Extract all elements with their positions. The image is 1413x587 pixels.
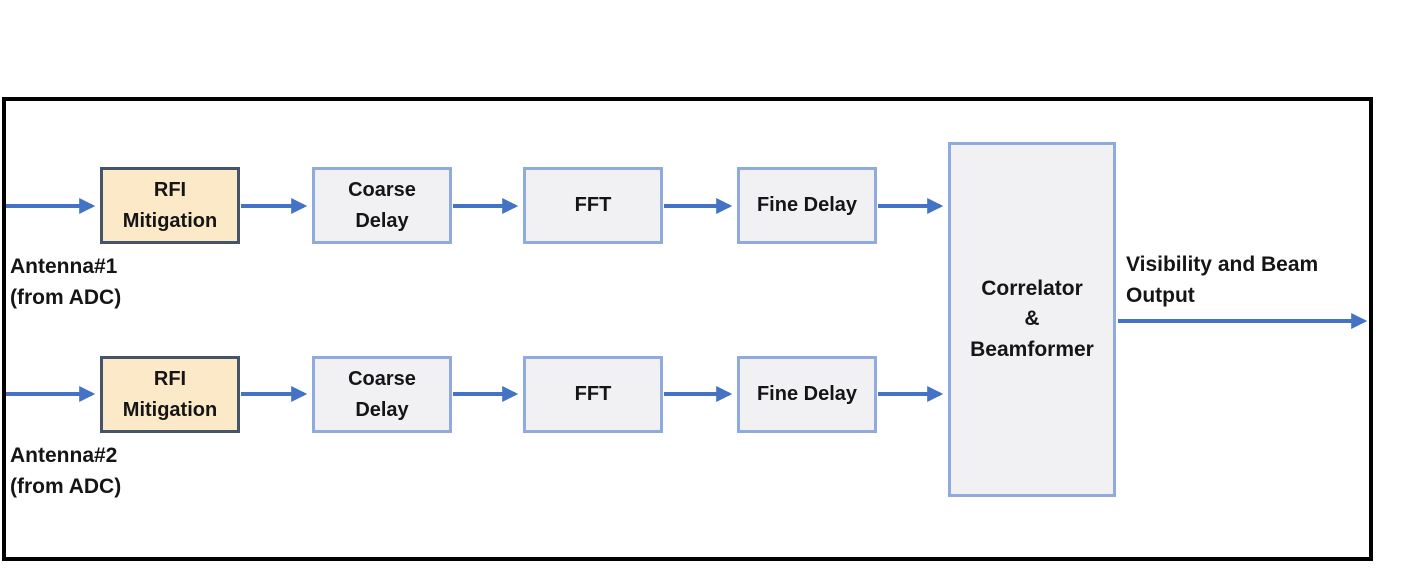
block-label-line: Delay bbox=[355, 209, 409, 232]
block-label-line: Beamformer bbox=[970, 337, 1094, 361]
block-label-line: & bbox=[1024, 307, 1040, 331]
label-visibility-beam-output: Visibility and Beam Output bbox=[1126, 249, 1376, 311]
block-label-line: Fine Delay bbox=[756, 194, 858, 216]
block-coarse-delay-2: Coarse Delay bbox=[312, 356, 452, 433]
block-coarse-delay-1: Coarse Delay bbox=[312, 167, 452, 244]
block-fft-2: FFT bbox=[523, 356, 663, 433]
label-line: Antenna#2 bbox=[10, 444, 118, 467]
block-label-line: Coarse bbox=[348, 367, 416, 390]
block-label-line: Mitigation bbox=[122, 398, 218, 421]
block-rfi-mitigation-2: RFI Mitigation bbox=[100, 356, 240, 433]
block-label-line: Delay bbox=[355, 398, 409, 421]
block-fine-delay-2: Fine Delay bbox=[737, 356, 877, 433]
label-antenna-2: Antenna#2 (from ADC) bbox=[10, 440, 121, 502]
block-fft-1: FFT bbox=[523, 167, 663, 244]
block-fine-delay-1: Fine Delay bbox=[737, 167, 877, 244]
label-line: (from ADC) bbox=[10, 475, 122, 499]
block-label-line: Fine Delay bbox=[756, 383, 858, 405]
label-line: Output bbox=[1126, 284, 1195, 308]
block-label-line: RFI bbox=[153, 367, 187, 390]
label-line: Visibility and Beam bbox=[1126, 253, 1319, 276]
block-label-line: Coarse bbox=[348, 178, 416, 201]
block-label-line: RFI bbox=[153, 178, 187, 201]
label-line: (from ADC) bbox=[10, 286, 122, 310]
block-label-line: FFT bbox=[574, 383, 612, 405]
block-label-line: FFT bbox=[574, 194, 612, 216]
block-label-line: Correlator bbox=[981, 276, 1083, 300]
block-label-line: Mitigation bbox=[122, 209, 218, 232]
block-rfi-mitigation-1: RFI Mitigation bbox=[100, 167, 240, 244]
label-antenna-1: Antenna#1 (from ADC) bbox=[10, 251, 121, 313]
diagram-outer-frame bbox=[2, 97, 1373, 561]
block-correlator-beamformer: Correlator & Beamformer bbox=[948, 142, 1116, 497]
label-line: Antenna#1 bbox=[10, 255, 118, 278]
